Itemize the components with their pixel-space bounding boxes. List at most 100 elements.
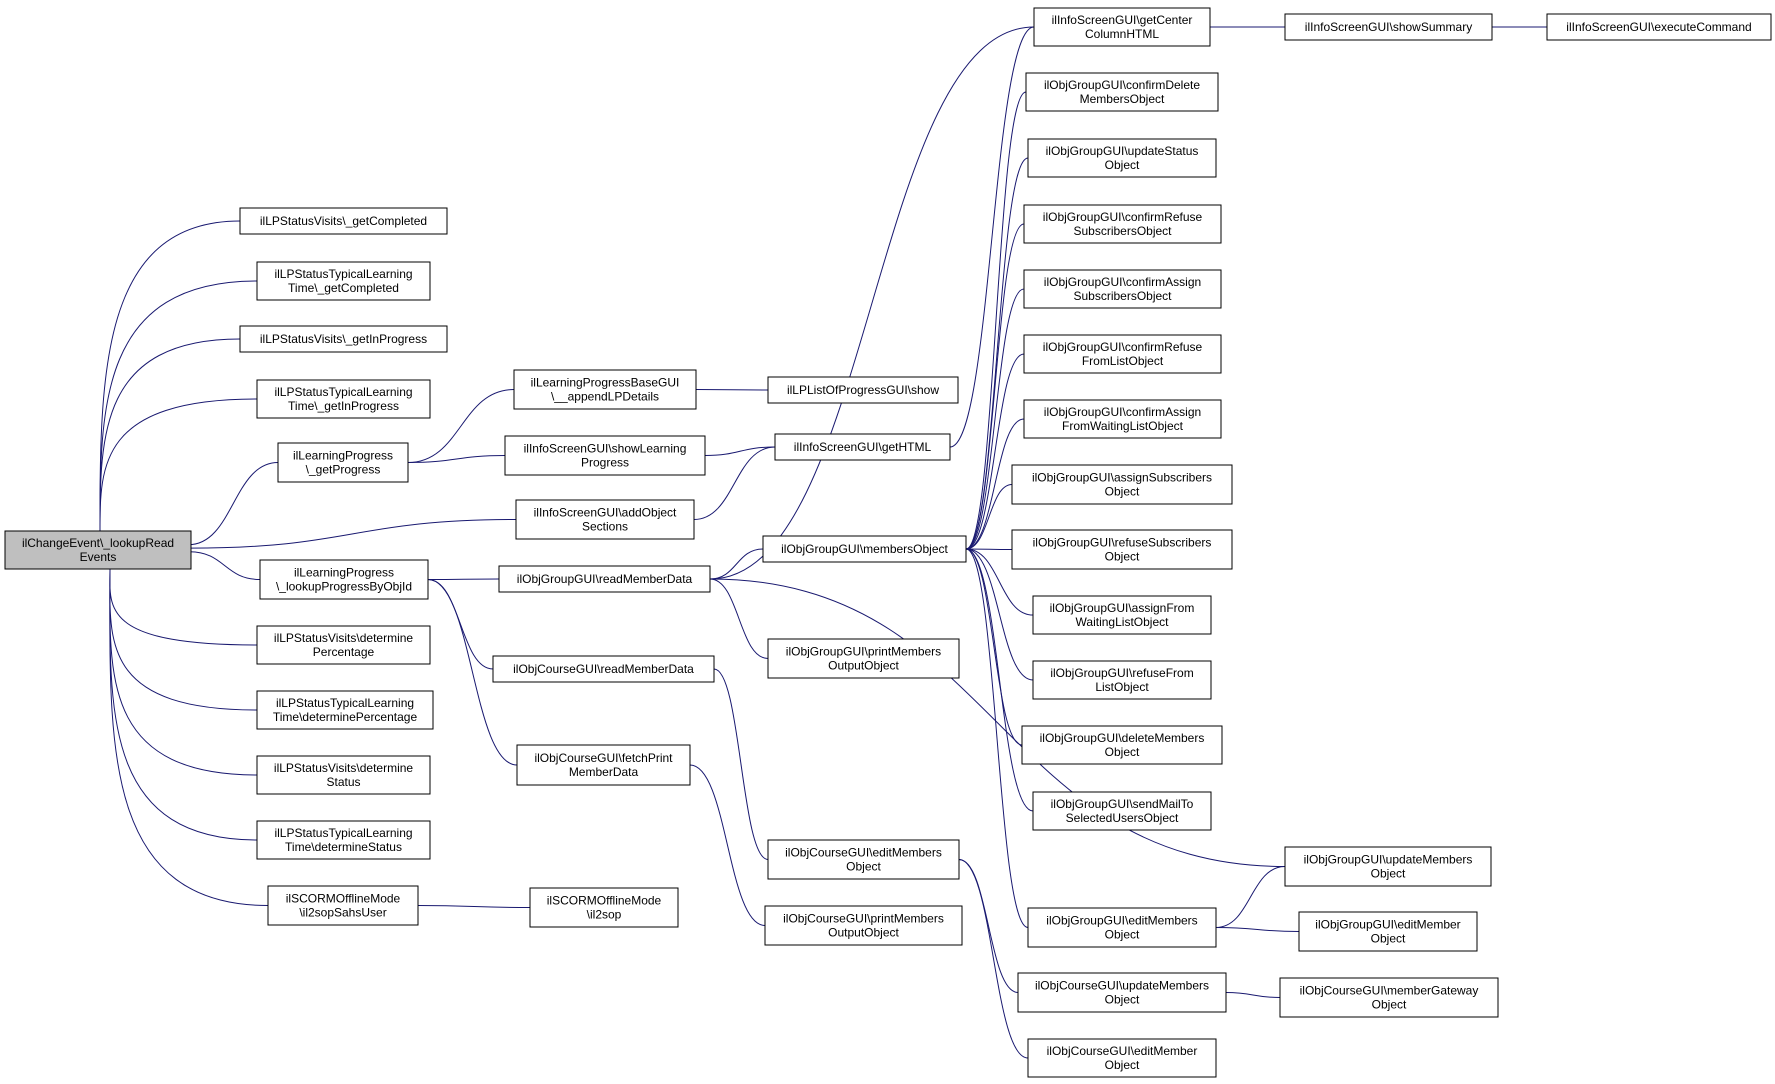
node-label: ilLPStatusTypicalLearning xyxy=(274,826,412,840)
node-label: ilLPStatusVisits\determine xyxy=(274,761,414,775)
node-label: Object xyxy=(1105,1058,1140,1072)
node-box xyxy=(515,499,695,540)
node-label: Object xyxy=(1105,928,1140,942)
node-box xyxy=(256,261,431,301)
node-label: ilObjGroupGUI\confirmRefuse xyxy=(1043,340,1203,354)
graph-node-lst-gc[interactable]: ilLPStatusTypicalLearningTime\_getComple… xyxy=(256,261,431,301)
node-label: ilObjGroupGUI\editMembers xyxy=(1046,914,1197,928)
node-label: ilLearningProgress xyxy=(294,566,394,580)
node-label: ilObjGroupGUI\assignFrom xyxy=(1050,601,1195,615)
node-box xyxy=(498,565,711,593)
graph-node-lp-gp[interactable]: ilLearningProgress\_getProgress xyxy=(277,442,409,483)
node-label: ilInfoScreenGUI\getCenter xyxy=(1052,13,1193,27)
graph-node-lst-dp[interactable]: ilLPStatusTypicalLearningTime\determineP… xyxy=(256,690,434,730)
graph-node-lst-gip[interactable]: ilLPStatusTypicalLearningTime\_getInProg… xyxy=(256,379,431,419)
graph-node-lst-ds[interactable]: ilLPStatusTypicalLearningTime\determineS… xyxy=(256,820,431,860)
graph-node-scorm-il2sop[interactable]: ilSCORMOfflineMode\il2sop xyxy=(529,887,679,928)
graph-node-og-afwl[interactable]: ilObjGroupGUI\assignFromWaitingListObjec… xyxy=(1032,595,1212,635)
node-label: \_lookupProgressByObjId xyxy=(276,580,412,594)
graph-edge xyxy=(1204,866,1286,934)
node-box xyxy=(492,655,715,683)
graph-node-lsv-gip[interactable]: ilLPStatusVisits\_getInProgress xyxy=(239,325,448,353)
graph-node-og-members[interactable]: ilObjGroupGUI\membersObject xyxy=(762,535,967,563)
graph-node-is-gethtml[interactable]: ilInfoScreenGUI\getHTML xyxy=(774,433,951,461)
node-label: \il2sop xyxy=(587,908,622,922)
graph-node-og-cawl[interactable]: ilObjGroupGUI\confirmAssignFromWaitingLi… xyxy=(1023,399,1222,439)
node-label: ilObjCourseGUI\fetchPrint xyxy=(534,751,673,765)
graph-edge xyxy=(684,383,769,396)
graph-node-lsv-gc[interactable]: ilLPStatusVisits\_getCompleted xyxy=(239,207,448,235)
graph-edge xyxy=(678,759,766,926)
node-box xyxy=(1021,725,1223,765)
graph-edge xyxy=(104,557,258,711)
node-label: ilObjCourseGUI\editMembers xyxy=(785,846,942,860)
node-label: ilObjGroupGUI\confirmAssign xyxy=(1044,405,1201,419)
graph-edge xyxy=(104,557,258,646)
node-box xyxy=(504,435,706,476)
node-label: Object xyxy=(1371,932,1406,946)
graph-node-og-crsub[interactable]: ilObjGroupGUI\confirmRefuseSubscribersOb… xyxy=(1023,204,1222,244)
graph-node-lpb-append[interactable]: ilLearningProgressBaseGUI\__appendLPDeta… xyxy=(513,369,697,410)
node-label: ilLPStatusVisits\_getInProgress xyxy=(260,332,427,346)
graph-node-lp-lookup[interactable]: ilLearningProgress\_lookupProgressByObjI… xyxy=(259,559,429,600)
node-box xyxy=(239,325,448,353)
node-label: Object xyxy=(1371,867,1406,881)
graph-node-scorm-user[interactable]: ilSCORMOfflineMode\il2sopSahsUser xyxy=(267,885,419,926)
node-label: Object xyxy=(1105,993,1140,1007)
graph-node-is-summary[interactable]: ilInfoScreenGUI\showSummary xyxy=(1284,13,1493,41)
graph-node-og-crfl[interactable]: ilObjGroupGUI\confirmRefuseFromListObjec… xyxy=(1023,334,1222,374)
node-label: SelectedUsersObject xyxy=(1066,811,1179,825)
node-box xyxy=(1017,972,1227,1013)
node-label: Object xyxy=(1105,745,1140,759)
node-label: ilObjGroupGUI\printMembers xyxy=(786,645,941,659)
graph-node-is-exec[interactable]: ilInfoScreenGUI\executeCommand xyxy=(1546,13,1772,41)
node-box xyxy=(256,820,431,860)
node-label: Object xyxy=(1105,550,1140,564)
node-label: \_getProgress xyxy=(306,463,381,477)
graph-edge xyxy=(94,220,241,543)
node-box xyxy=(4,530,192,570)
node-box xyxy=(1298,911,1478,952)
node-box xyxy=(1279,977,1499,1018)
node-box xyxy=(1023,204,1222,244)
node-label: ilObjGroupGUI\refuseFrom xyxy=(1050,666,1193,680)
graph-node-lsv-dp[interactable]: ilLPStatusVisits\determinePercentage xyxy=(256,625,431,665)
graph-node-og-mail[interactable]: ilObjGroupGUI\sendMailToSelectedUsersObj… xyxy=(1032,791,1212,831)
graph-node-oc-read[interactable]: ilObjCourseGUI\readMemberData xyxy=(492,655,715,683)
graph-node-lpl-show[interactable]: ilLPListOfProgressGUI\show xyxy=(767,376,959,404)
graph-edge xyxy=(406,899,531,912)
node-label: ListObject xyxy=(1095,680,1149,694)
node-label: OutputObject xyxy=(828,659,899,673)
graph-edge xyxy=(396,455,506,469)
node-box xyxy=(259,559,429,600)
graph-node-og-read[interactable]: ilObjGroupGUI\readMemberData xyxy=(498,565,711,593)
node-label: Time\determinePercentage xyxy=(273,710,418,724)
node-label: \__appendLPDetails xyxy=(551,390,659,404)
node-box xyxy=(1284,13,1493,41)
node-label: ilObjCourseGUI\readMemberData xyxy=(513,662,694,676)
graph-node-lsv-ds[interactable]: ilLPStatusVisits\determineStatus xyxy=(256,755,431,795)
graph-node-og-casub[interactable]: ilObjGroupGUI\confirmAssignSubscribersOb… xyxy=(1023,269,1222,309)
node-label: ilLPStatusVisits\_getCompleted xyxy=(260,214,427,228)
